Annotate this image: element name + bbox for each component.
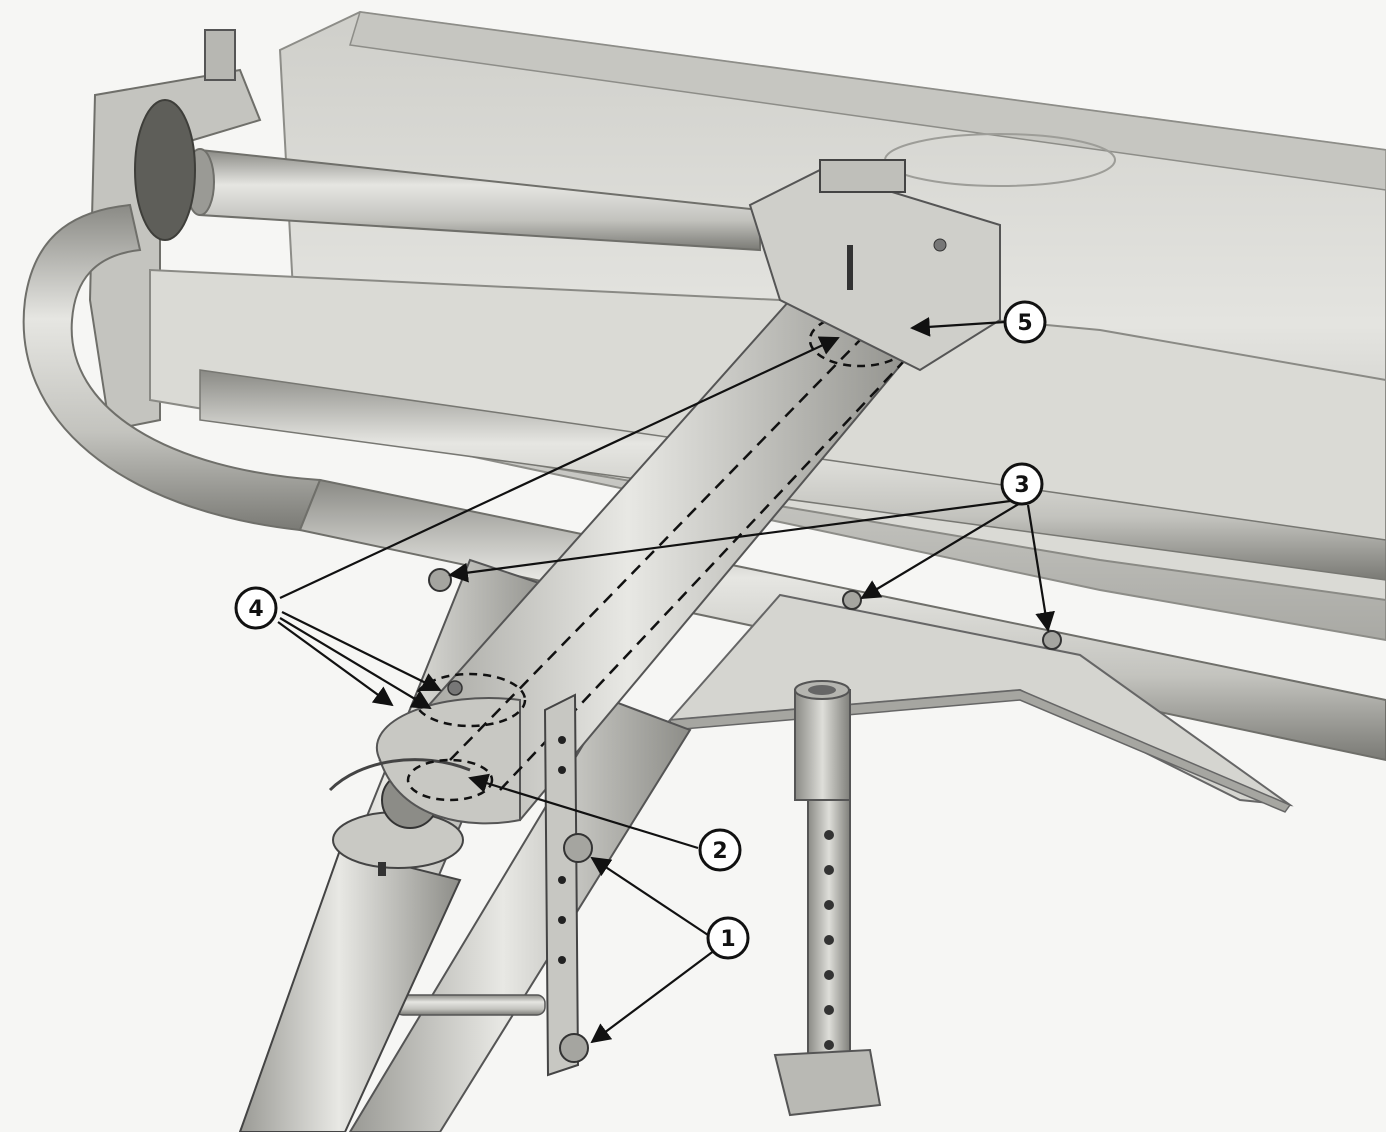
callout-3-label: 3 [1014,473,1029,498]
callout-2: 2 [698,828,742,872]
leader-lines [277,316,1055,1044]
callout-4: 4 [234,586,278,630]
jack-stand [773,680,882,1117]
callout-1: 1 [706,916,750,960]
gearbox-bracket [748,159,1001,372]
callout-4-label: 4 [248,597,263,622]
hitch-plate [543,693,593,1077]
callout-1-label: 1 [720,927,735,952]
callout-5-label: 5 [1017,311,1032,336]
callout-5: 5 [1003,300,1047,344]
callout-3: 3 [1000,462,1044,506]
callout-2-label: 2 [712,839,727,864]
